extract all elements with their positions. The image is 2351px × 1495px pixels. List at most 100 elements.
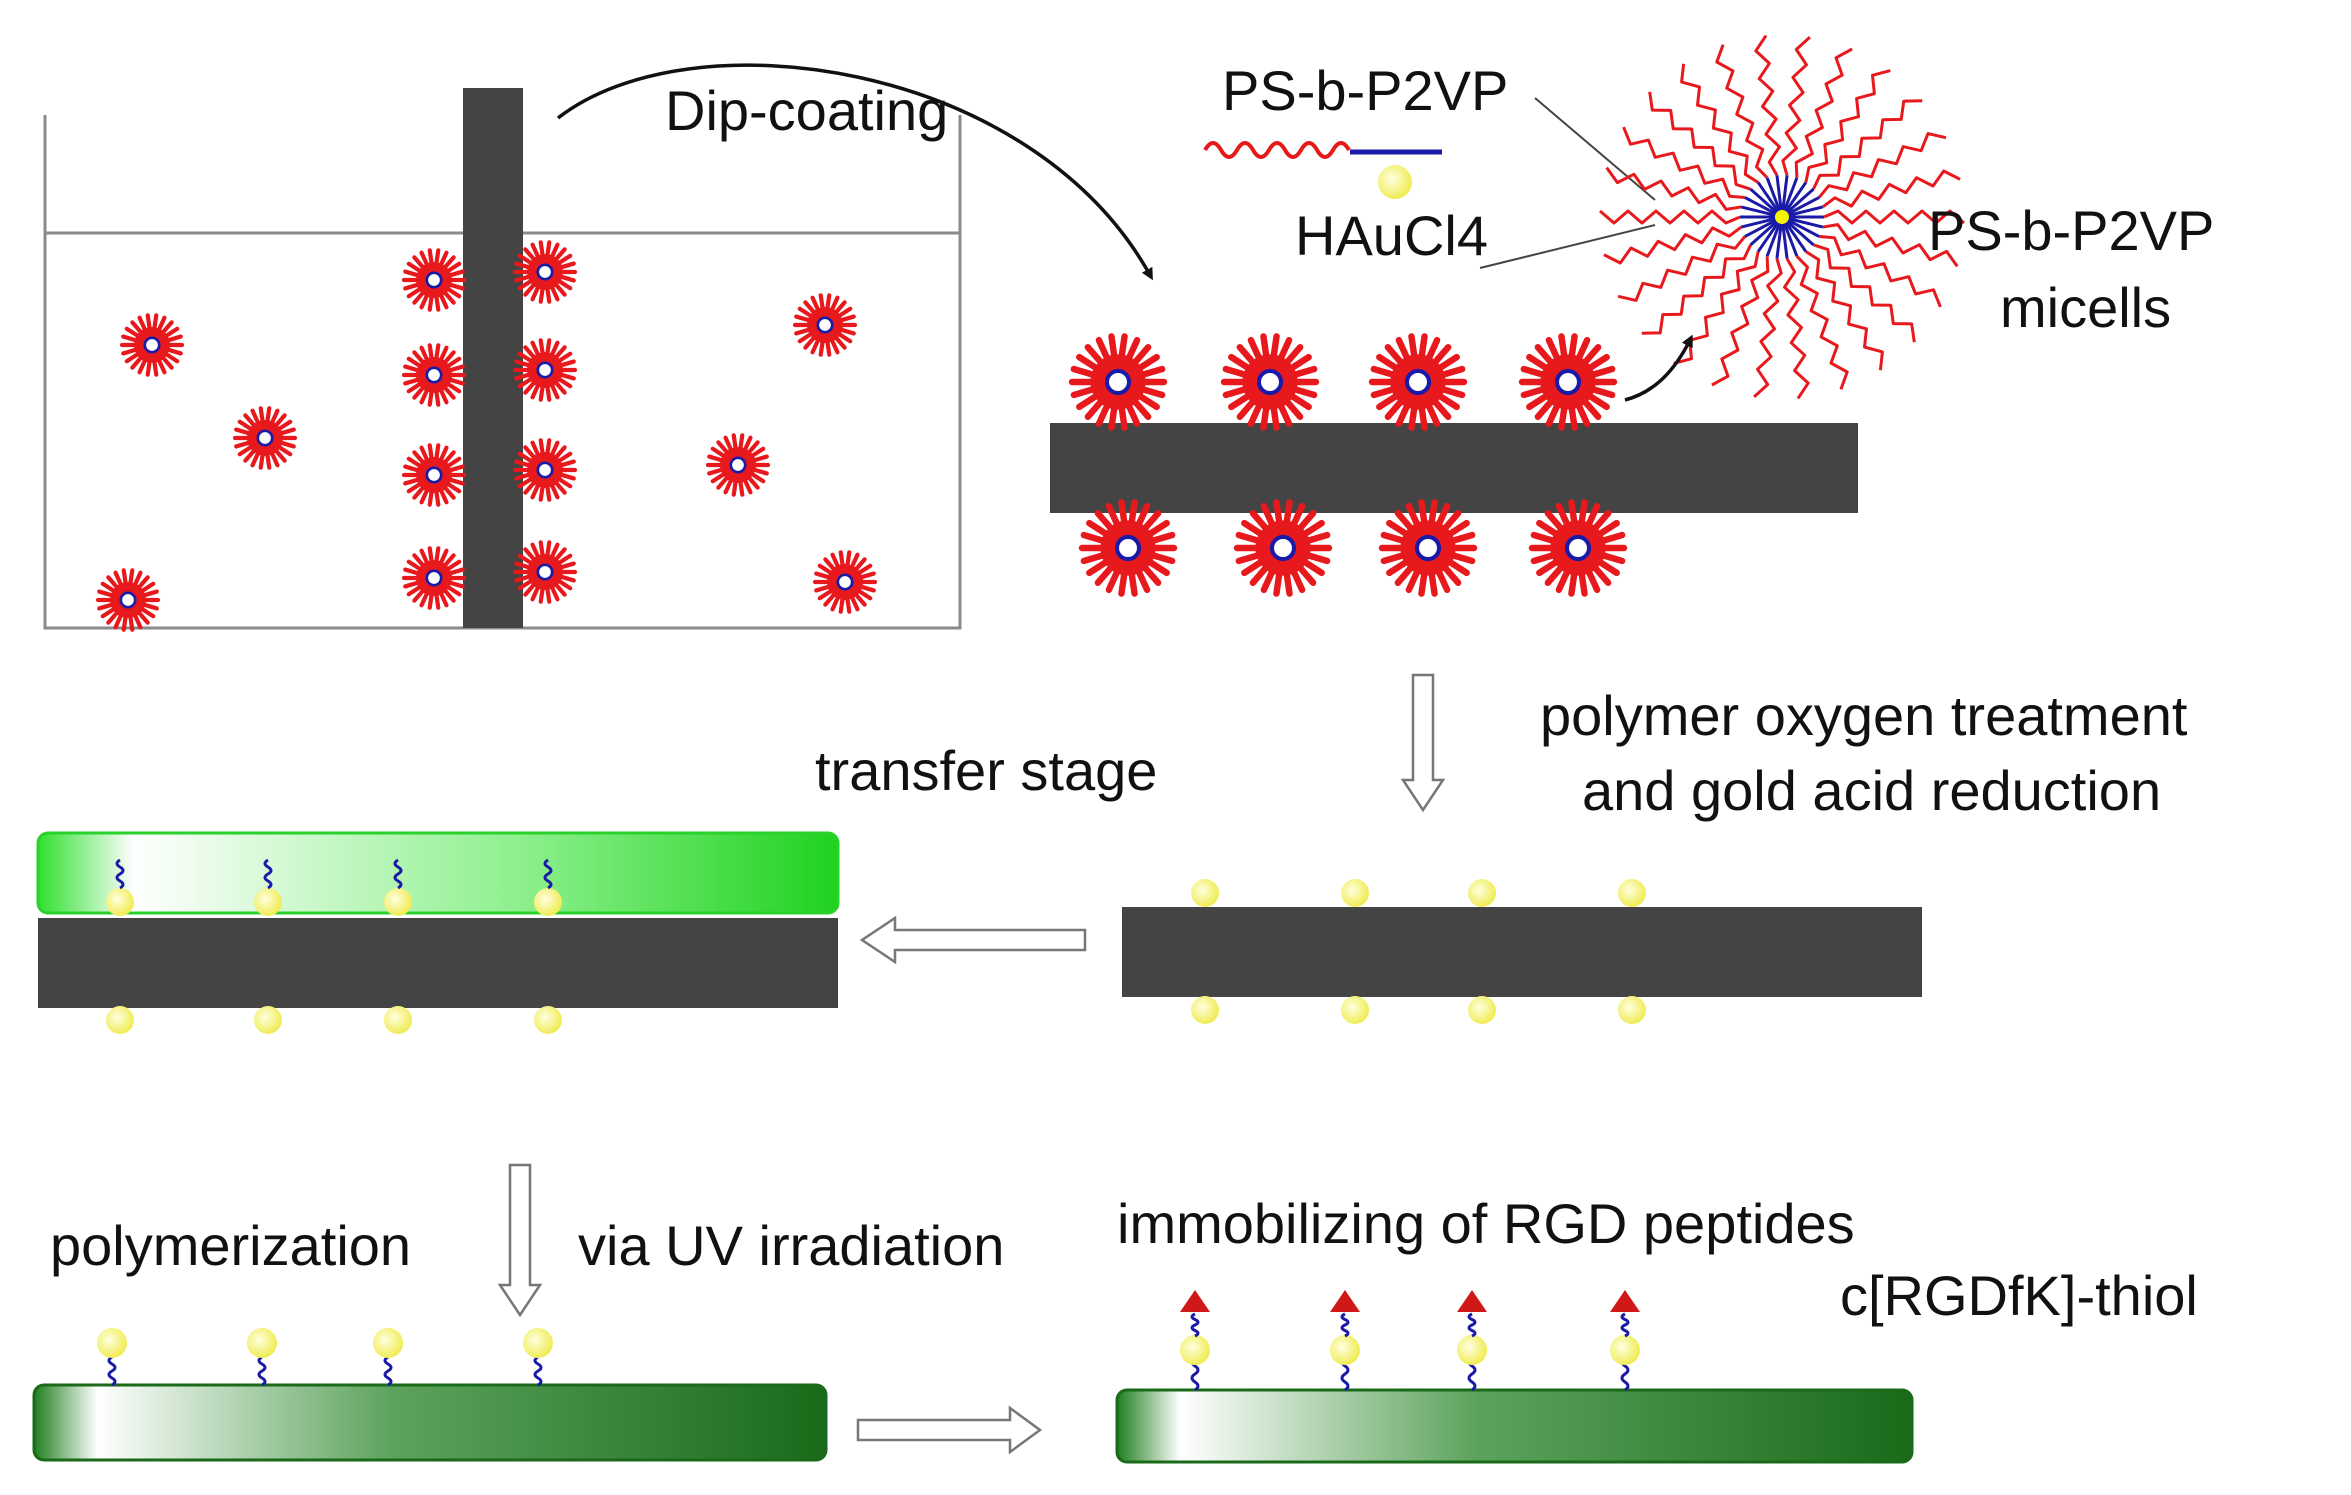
thiol-linker-icon [1467, 1312, 1477, 1338]
rgd-peptide-icon [1180, 1290, 1210, 1312]
gold-nanoparticle-icon [1191, 879, 1219, 907]
micelle-label-line1: PS-b-P2VP [1928, 199, 2214, 262]
gold-nanoparticle-icon [384, 888, 412, 916]
oxygen-label-line2: and gold acid reduction [1582, 759, 2161, 822]
substrate-vertical [463, 88, 523, 628]
dip-coating-label: Dip-coating [665, 79, 948, 142]
gold-nanoparticles-row [1191, 879, 1646, 1024]
micelle-icon [1220, 333, 1320, 431]
gold-nanoparticle-icon [1457, 1335, 1487, 1365]
immobilizing-label: immobilizing of RGD peptides [1117, 1192, 1855, 1255]
micelle-icon [812, 550, 878, 614]
micelle-icon [401, 546, 467, 610]
gold-nanoparticle-icon [1618, 879, 1646, 907]
rgd-peptide-icon [1330, 1290, 1360, 1312]
micelle-icon [512, 438, 578, 502]
hydrogel-polymerized [32, 1383, 828, 1462]
micelle-icon [1368, 333, 1468, 431]
micelle-icon [1378, 499, 1478, 597]
substrate-gold [1122, 907, 1922, 997]
zoom-arrow [1624, 334, 1693, 402]
gold-nanoparticle-icon [247, 1328, 277, 1358]
micelle-icon [1518, 333, 1618, 431]
rgd-peptides [1180, 1290, 1640, 1392]
micelle-icon [512, 338, 578, 402]
down-arrow-oxygen [1400, 673, 1446, 813]
micelle-icon [401, 343, 467, 407]
big-micelle-icon [1599, 34, 1965, 400]
gold-nanoparticle-icon [534, 1006, 562, 1034]
thiol-linker-icon [533, 1355, 543, 1387]
peptide-label: c[RGDfK]-thiol [1840, 1264, 2198, 1327]
rgd-peptide-icon [1457, 1290, 1487, 1312]
thiol-linker-icon [115, 858, 125, 890]
gold-nanoparticle-icon [1378, 165, 1412, 199]
ps-chain-icon [1203, 141, 1351, 159]
micelle-icon [232, 406, 298, 470]
gold-nanoparticle-icon [523, 1328, 553, 1358]
gold-nanoparticle-icon [1618, 996, 1646, 1024]
gold-nanoparticle-icon [1180, 1335, 1210, 1365]
gold-nanoparticle-icon [1468, 996, 1496, 1024]
right-arrow-immobilize [856, 1405, 1043, 1455]
thiol-linker-icon [263, 858, 273, 890]
polymer-legend [1203, 141, 1442, 199]
gold-nanoparticle-icon [1191, 996, 1219, 1024]
polymerized-gold-linkers [97, 1328, 553, 1387]
gold-nanoparticle-icon [106, 1006, 134, 1034]
micelle-icon [512, 240, 578, 304]
left-arrow-transfer [859, 915, 1087, 965]
gold-nanoparticle-icon [97, 1328, 127, 1358]
micelle-icon [119, 313, 185, 377]
pointer-line-polymer [1534, 97, 1656, 201]
substrate-micelles [1068, 333, 1628, 597]
polymerization-label: polymerization [50, 1214, 411, 1277]
gold-nanoparticle-icon [254, 888, 282, 916]
gold-nanoparticle-icon [373, 1328, 403, 1358]
hydrogel-functionalized [1115, 1388, 1914, 1464]
transfer-label: transfer stage [815, 739, 1157, 802]
thiol-linker-icon [543, 858, 553, 890]
gold-nanoparticle-icon [1468, 879, 1496, 907]
down-arrow-polymerization [497, 1163, 543, 1318]
gold-nanoparticle-icon [106, 888, 134, 916]
micelle-icon [792, 293, 858, 357]
hydrogel-layer-top [36, 831, 840, 915]
thiol-linker-icon [1620, 1312, 1630, 1338]
gold-nanoparticle-icon [534, 888, 562, 916]
rgd-peptide-icon [1610, 1290, 1640, 1312]
micelle-icon [401, 443, 467, 507]
uv-label: via UV irradiation [578, 1214, 1004, 1277]
polymer-label: PS-b-P2VP [1222, 59, 1508, 122]
gold-nanoparticle-icon [1610, 1335, 1640, 1365]
micelle-icon [1078, 499, 1178, 597]
thiol-linker-icon [393, 858, 403, 890]
dip-coating-arrow [556, 63, 1153, 281]
gold-nanoparticle-icon [1341, 879, 1369, 907]
gold-nanoparticle-icon [254, 1006, 282, 1034]
transfer-gold-linkers [106, 858, 562, 1034]
gold-nanoparticle-icon [1330, 1335, 1360, 1365]
micelle-icon [95, 568, 161, 632]
micelle-icon [705, 433, 771, 497]
thiol-linker-icon [257, 1355, 267, 1387]
micelle-icon [1068, 333, 1168, 431]
micelle-label-line2: micells [2000, 276, 2171, 339]
thiol-linker-icon [383, 1355, 393, 1387]
beaker-micelles [95, 240, 878, 632]
substrate-horizontal [1050, 423, 1858, 513]
gold-nanoparticle-icon [384, 1006, 412, 1034]
micelle-icon [1528, 499, 1628, 597]
gold-nanoparticle-icon [1341, 996, 1369, 1024]
thiol-linker-icon [1190, 1312, 1200, 1338]
substrate-transfer [38, 918, 838, 1008]
thiol-linker-icon [1340, 1312, 1350, 1338]
micelle-icon [401, 248, 467, 312]
thiol-linker-icon [107, 1355, 117, 1387]
haucl4-label: HAuCl4 [1295, 204, 1488, 267]
micelle-icon [1233, 499, 1333, 597]
pointer-line-haucl4 [1479, 224, 1656, 269]
oxygen-label-line1: polymer oxygen treatment [1540, 684, 2188, 747]
micelle-icon [512, 540, 578, 604]
